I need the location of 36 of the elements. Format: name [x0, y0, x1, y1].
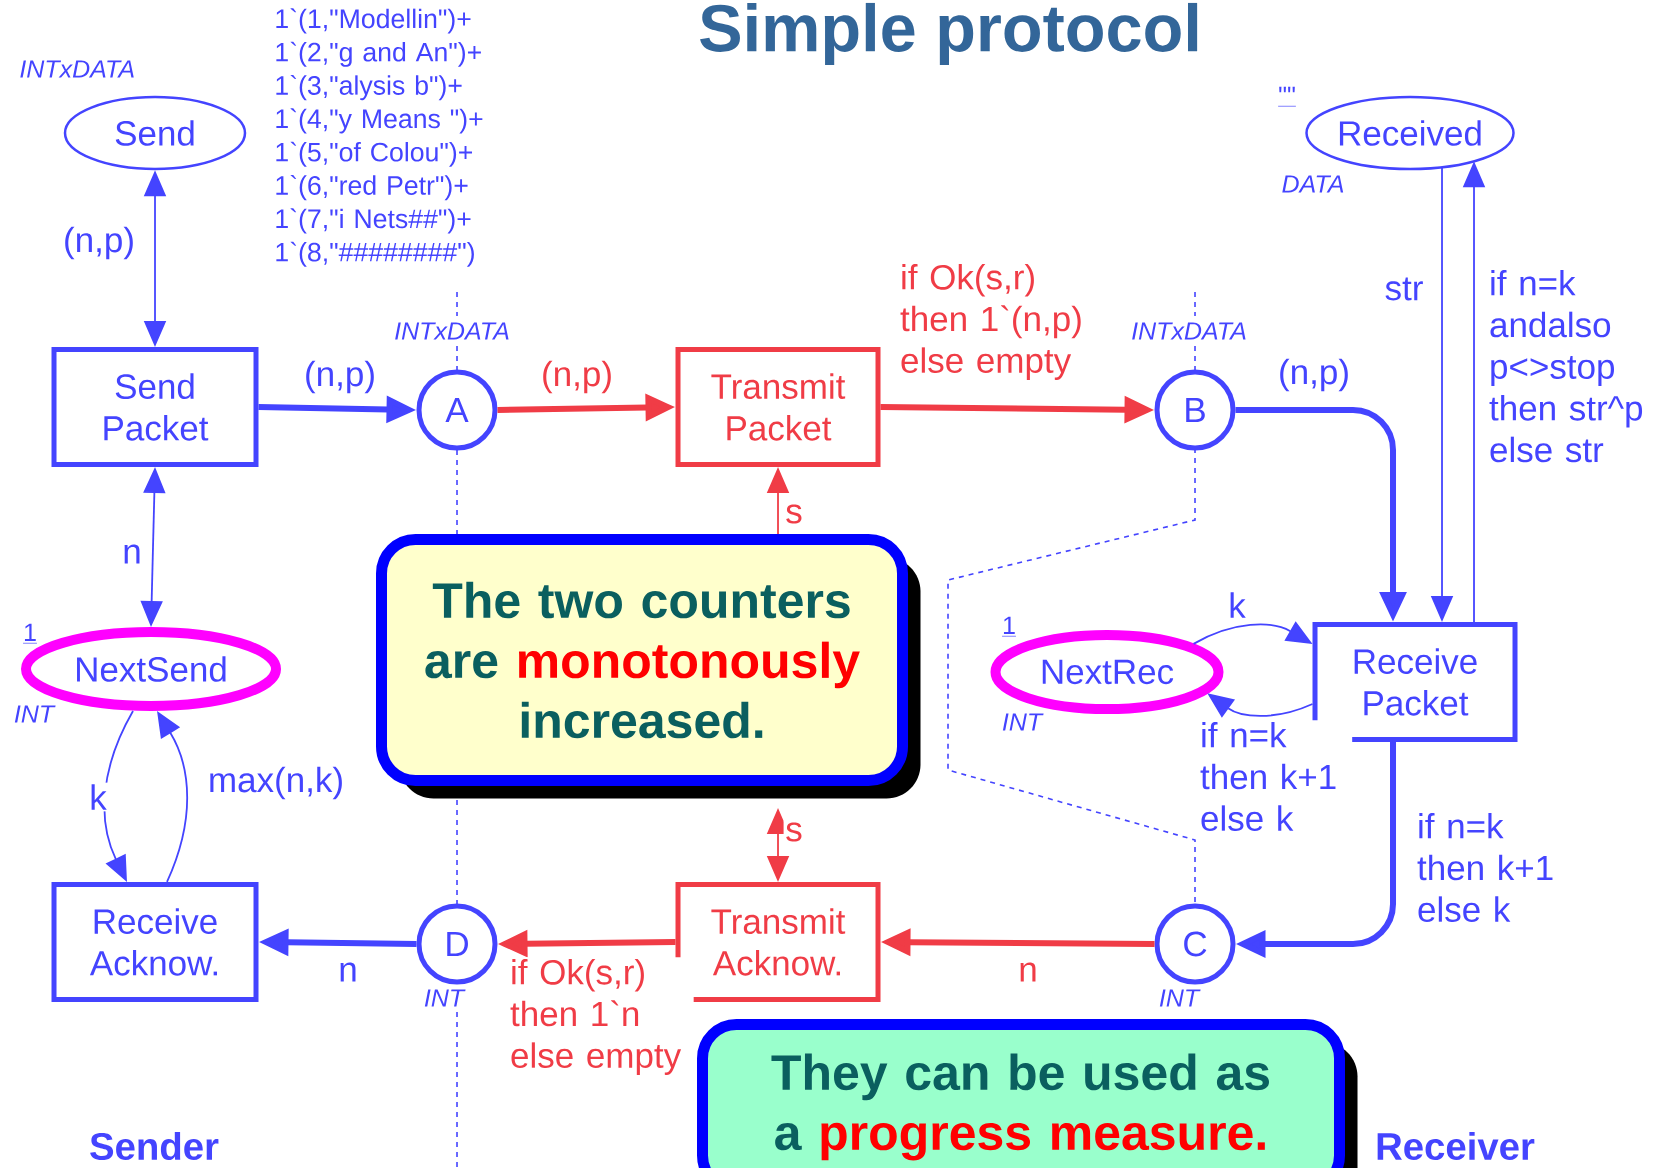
transition-box: Receive Acknow. — [51, 882, 259, 1002]
transition-box: Transmit Acknow. — [675, 882, 881, 1002]
arc-inscription: if Ok(s,r) then 1`n else empty — [508, 957, 694, 1077]
arc-inscription: (n,p) — [1276, 357, 1352, 393]
initial-marking: "" — [1277, 86, 1297, 107]
title: Simple protocol — [700, 2, 1198, 66]
color-set-label: INT — [424, 989, 466, 1007]
arc-inscription: (n,p) — [302, 359, 378, 395]
transition-box: Transmit Packet — [675, 347, 881, 467]
arc-inscription: s — [783, 820, 805, 844]
arc-inscription: n — [120, 542, 144, 566]
section-label: Sender — [90, 1131, 219, 1161]
arc-inscription: if Ok(s,r) then 1`(n,p) else empty — [898, 262, 1098, 382]
arc-inscription: n — [1016, 960, 1040, 984]
arc-inscription: str — [1382, 275, 1426, 303]
arc-inscription: (n,p) — [539, 359, 615, 395]
arc-inscription: if n=k andalso p<>stop then str^p else str — [1487, 268, 1656, 465]
arc-inscription: if n=k then k+1 else k — [1198, 720, 1353, 833]
color-set-label: INT — [1002, 713, 1044, 731]
transition-box: Send Packet — [51, 347, 259, 467]
color-set-label: DATA — [1282, 175, 1344, 193]
color-set-label: INTxDATA — [1132, 322, 1246, 340]
color-set-label: INT — [1159, 989, 1201, 1007]
arc-inscription: k — [1226, 590, 1248, 620]
initial-marking: 1`(1,"Modellin")+ 1`(2,"g and An")+ 1`(3,"alysis b")+ 1`(4,"y Means ")+ 1`(5,"of Colou")+ 1`(6,"red Petr")+ 1`(7,"i Nets##")+ 1`(8,"########") — [276, 8, 483, 267]
transition-box: Receive Packet — [1312, 622, 1518, 742]
color-set-label: INTxDATA — [395, 322, 509, 340]
arc-inscription: max(n,k) — [206, 765, 346, 801]
arc-inscription: if n=k then k+1 else k — [1415, 811, 1570, 924]
arc-inscription: (n,p) — [61, 225, 137, 261]
callout-box: The two counters are monotonously increased. — [376, 534, 921, 799]
callout-box: They can be used as a progress measure. — [697, 1019, 1358, 1168]
color-set-label: INTxDATA — [20, 60, 134, 78]
arc-inscription: n — [336, 960, 360, 984]
arc-inscription: s — [783, 502, 805, 526]
arc-inscription: k — [87, 782, 109, 812]
